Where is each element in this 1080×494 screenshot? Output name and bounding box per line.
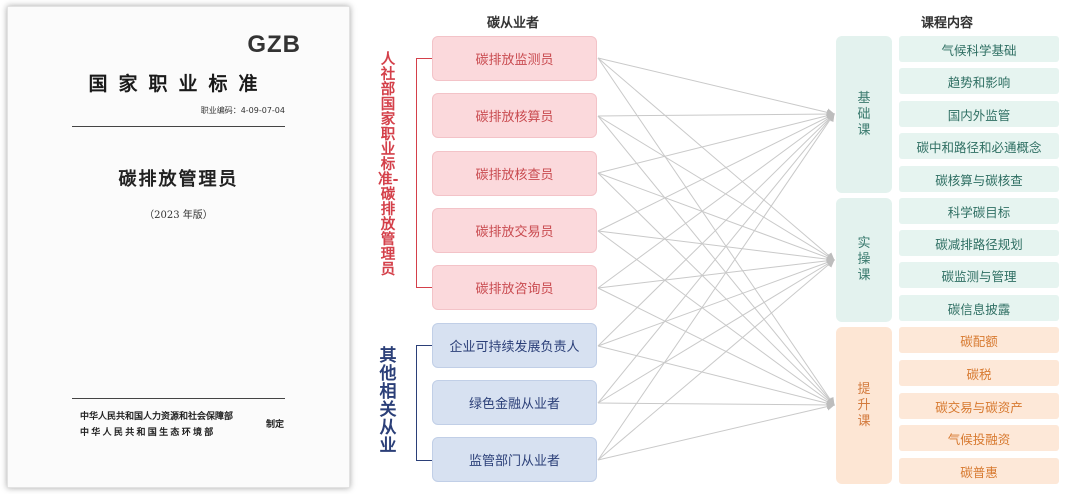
course-trends: 趋势和影响 — [899, 68, 1059, 94]
issuer-mee: 中华人民共和国生态环境部 — [80, 428, 216, 438]
course-climate-science: 气候科学基础 — [899, 36, 1059, 62]
category-advanced: 提升课 — [836, 327, 892, 484]
role-carbon-accountant: 碳排放核算员 — [432, 93, 597, 138]
document-title: 碳排放管理员 — [118, 169, 239, 190]
connector-3-0 — [597, 113, 835, 232]
course-accounting: 碳核算与碳核查 — [899, 166, 1059, 192]
category-basic: 基础课 — [836, 36, 892, 193]
connector-4-0 — [597, 113, 835, 289]
connector-2-1 — [597, 172, 835, 262]
course-net-zero-concepts: 碳中和路径和必通概念 — [899, 133, 1059, 159]
group-label-standard: 人社部国家职业标准-碳排放管理员 — [378, 52, 399, 278]
category-practice: 实操课 — [836, 198, 892, 322]
role-sustainability-lead: 企业可持续发展负责人 — [432, 323, 597, 368]
course-climate-finance: 气候投融资 — [899, 425, 1059, 451]
course-carbon-inclusion: 碳普惠 — [899, 458, 1059, 484]
connector-5-1 — [597, 258, 835, 347]
role-regulator: 监管部门从业者 — [432, 437, 597, 482]
connector-5-2 — [597, 345, 835, 408]
connector-0-1 — [597, 57, 835, 261]
course-allowance: 碳配额 — [899, 327, 1059, 353]
connector-6-2 — [597, 400, 835, 409]
connector-2-2 — [597, 172, 835, 406]
connector-5-0 — [597, 113, 835, 347]
connector-0-2 — [597, 57, 835, 406]
group-bracket-other — [416, 345, 433, 461]
course-monitoring: 碳监测与管理 — [899, 262, 1059, 288]
roles-header: 碳从业者 — [487, 16, 540, 31]
connector-3-2 — [597, 230, 835, 406]
issuer-mohrss: 中华人民共和国人力资源和社会保障部 — [80, 412, 234, 422]
national-standard-heading: 国家职业标准 — [88, 73, 269, 95]
connector-1-2 — [597, 115, 835, 406]
category-basic-label: 基础课 — [857, 90, 871, 138]
connector-4-2 — [597, 287, 835, 406]
standard-document-cover: GZB 国家职业标准 职业编码：4-09-07-04 碳排放管理员 （2023 … — [7, 6, 350, 488]
category-practice-label: 实操课 — [857, 236, 871, 283]
connector-6-0 — [597, 113, 835, 404]
role-carbon-trader: 碳排放交易员 — [432, 208, 597, 253]
course-reduction-plan: 碳减排路径规划 — [899, 230, 1059, 256]
connector-7-2 — [597, 402, 835, 461]
courses-header: 课程内容 — [921, 16, 974, 31]
role-carbon-consultant: 碳排放咨询员 — [432, 265, 597, 310]
document-year: （2023 年版） — [144, 210, 213, 221]
category-advanced-label: 提升课 — [857, 381, 871, 429]
divider-bottom — [72, 398, 285, 399]
issue-verb: 制定 — [266, 420, 285, 430]
course-trading-assets: 碳交易与碳资产 — [899, 393, 1059, 419]
connector-7-1 — [597, 259, 835, 461]
group-bracket-standard — [416, 58, 433, 288]
role-carbon-verifier: 碳排放核查员 — [432, 151, 597, 196]
role-green-finance: 绿色金融从业者 — [432, 380, 597, 425]
gzb-mark: GZB — [247, 31, 301, 58]
connector-0-0 — [597, 57, 835, 117]
connector-1-1 — [597, 115, 835, 261]
role-carbon-monitor: 碳排放监测员 — [432, 36, 597, 81]
connector-2-0 — [597, 111, 835, 174]
occupation-code: 职业编码：4-09-07-04 — [200, 106, 285, 115]
course-disclosure: 碳信息披露 — [899, 295, 1059, 321]
course-sbti: 科学碳目标 — [899, 198, 1059, 224]
connector-3-1 — [597, 230, 835, 264]
connector-6-1 — [597, 259, 835, 404]
connector-7-0 — [597, 113, 835, 461]
divider-top — [72, 126, 285, 127]
course-carbon-tax: 碳税 — [899, 360, 1059, 386]
group-label-other: 其他相关从业 — [379, 346, 397, 456]
course-regulation: 国内外监管 — [899, 101, 1059, 127]
connector-1-0 — [597, 110, 835, 119]
connector-4-1 — [597, 256, 835, 289]
